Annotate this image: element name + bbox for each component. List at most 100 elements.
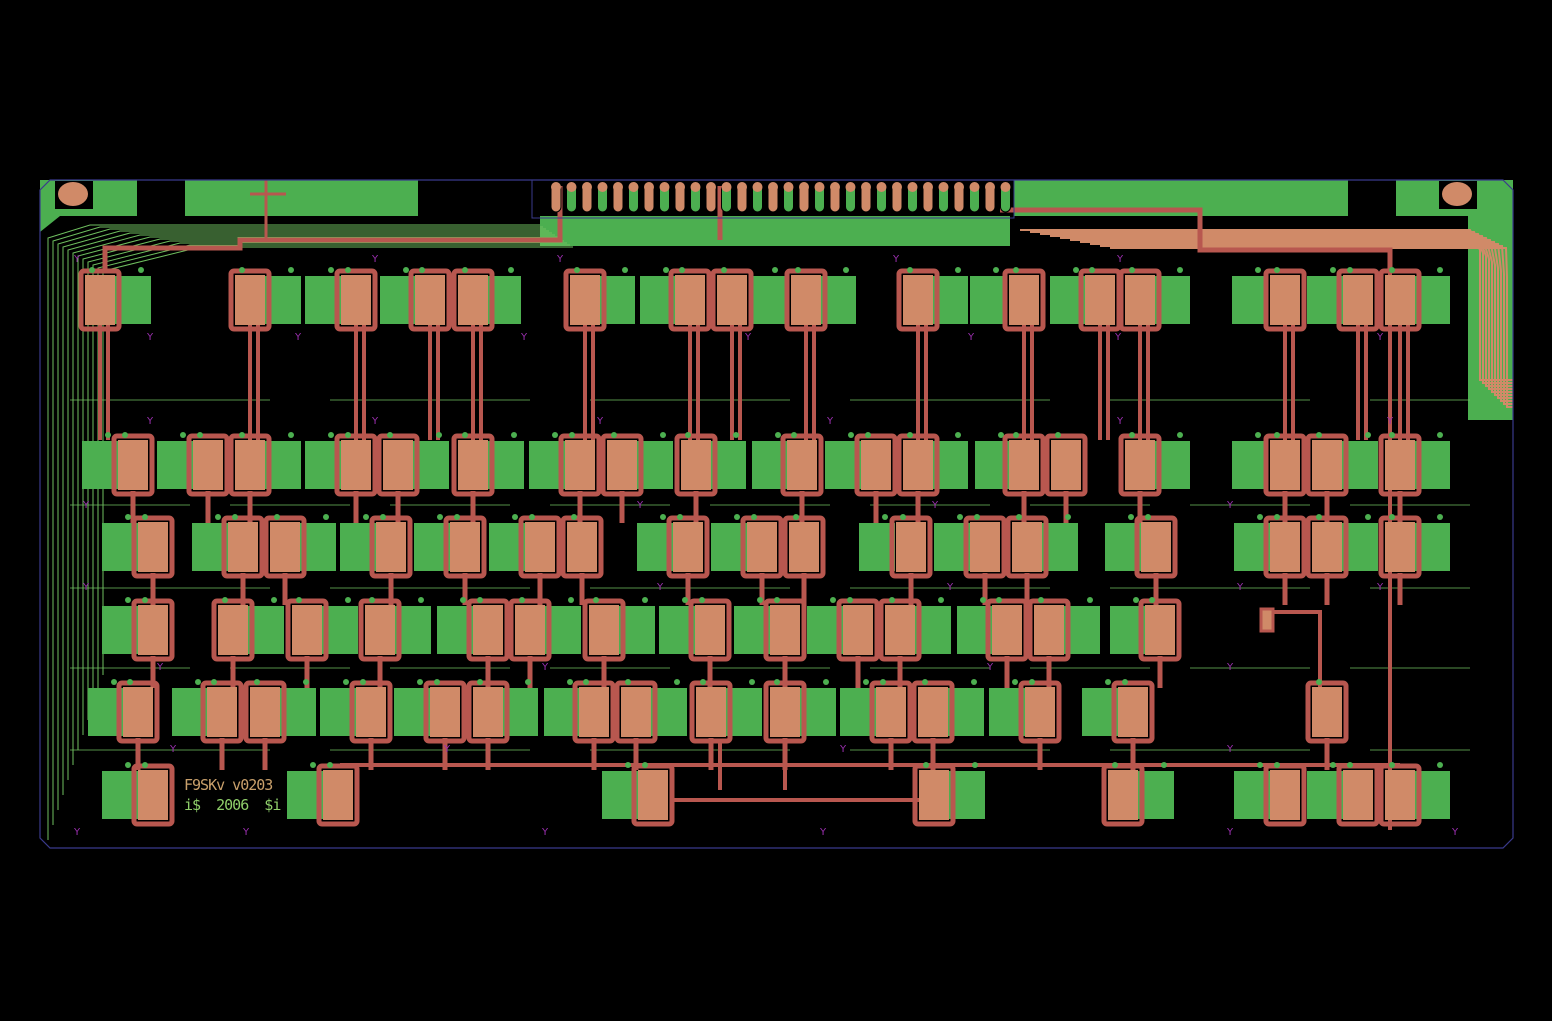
pad-outline: [912, 763, 956, 827]
via: [380, 514, 386, 520]
via: [142, 514, 148, 520]
via-mark-icon: Y: [596, 416, 604, 427]
via: [519, 597, 525, 603]
pad-outline: [1118, 268, 1162, 332]
pad-outline: [1378, 515, 1422, 579]
connector-pin-head: [861, 182, 871, 192]
copper-pad: [323, 770, 353, 820]
via: [460, 597, 466, 603]
copper-pad: [1125, 275, 1155, 325]
pad-outline: [631, 763, 675, 827]
connector-pin-head: [830, 182, 840, 192]
via-mark-icon: Y: [146, 416, 154, 427]
copper-pad: [270, 522, 300, 572]
via: [1365, 514, 1371, 520]
connector-pin-head: [566, 182, 577, 192]
connector-pin-head: [907, 182, 918, 192]
via: [907, 267, 913, 273]
via: [360, 679, 366, 685]
via: [462, 267, 468, 273]
via: [1437, 514, 1443, 520]
via: [700, 679, 706, 685]
connector-pin-head: [799, 182, 809, 192]
copper-pad: [85, 275, 115, 325]
via: [1145, 514, 1151, 520]
via: [1255, 432, 1261, 438]
via: [345, 597, 351, 603]
via: [574, 267, 580, 273]
copper-pad: [376, 522, 406, 572]
via: [296, 597, 302, 603]
copper-pad: [458, 440, 488, 490]
via: [552, 432, 558, 438]
via: [571, 514, 577, 520]
via: [863, 679, 869, 685]
pad-outline: [131, 515, 175, 579]
pad-outline: [784, 268, 828, 332]
copper-pad: [791, 275, 821, 325]
via: [436, 432, 442, 438]
thin-traces: [47, 224, 1513, 840]
via: [454, 514, 460, 520]
via: [477, 679, 483, 685]
via-mark-icon: Y: [556, 254, 564, 265]
via-mark-icon: Y: [242, 827, 250, 838]
via-mark-icon: Y: [82, 582, 90, 593]
via: [529, 514, 535, 520]
copper-pad: [235, 275, 265, 325]
pad-outline: [674, 433, 718, 497]
pad-outline: [1044, 433, 1088, 497]
connector-pin-head: [938, 182, 949, 192]
via-mark-icon: Y: [541, 662, 549, 673]
edge-connector: [531, 179, 1015, 219]
via-mark-icon: Y: [636, 500, 644, 511]
copper-pad: [589, 605, 619, 655]
via-mark-icon: Y: [82, 500, 90, 511]
pad-outline: [911, 680, 955, 744]
pad-outline: [1263, 433, 1307, 497]
via-mark-icon: Y: [656, 582, 664, 593]
via-mark-icon: Y: [73, 827, 81, 838]
via: [957, 514, 963, 520]
copper-pad: [458, 275, 488, 325]
pad-outline: [1378, 433, 1422, 497]
via: [111, 679, 117, 685]
pad-outline: [1002, 433, 1046, 497]
pad-outline: [466, 680, 510, 744]
via: [1437, 432, 1443, 438]
via: [418, 597, 424, 603]
fiducial-mark: [250, 180, 286, 240]
pad-outline: [131, 763, 175, 827]
copper-pad: [861, 440, 891, 490]
via: [403, 267, 409, 273]
via: [1012, 679, 1018, 685]
copper-pad: [992, 605, 1022, 655]
pad-outline: [1101, 763, 1145, 827]
copper-pad: [1108, 770, 1138, 820]
copper-pad: [638, 770, 668, 820]
copper-pad: [621, 687, 651, 737]
copper-pad: [1312, 440, 1342, 490]
via: [328, 267, 334, 273]
copper-pad: [1270, 770, 1300, 820]
via: [660, 432, 666, 438]
via: [996, 597, 1002, 603]
via: [125, 597, 131, 603]
via: [327, 762, 333, 768]
pad-outline: [1305, 680, 1349, 744]
via-mark-icon: Y: [1386, 416, 1394, 427]
connector-pin-head: [923, 182, 933, 192]
copper-pad: [789, 522, 819, 572]
connector-pin-head: [659, 182, 670, 192]
pad-outline: [1378, 268, 1422, 332]
via: [477, 597, 483, 603]
via: [774, 679, 780, 685]
via: [1347, 762, 1353, 768]
ground-pad: [1232, 276, 1268, 324]
via: [775, 432, 781, 438]
via-mark-icon: Y: [1116, 254, 1124, 265]
copper-pad: [1125, 440, 1155, 490]
via-mark-icon: Y: [541, 827, 549, 838]
pad-outline: [763, 598, 807, 662]
